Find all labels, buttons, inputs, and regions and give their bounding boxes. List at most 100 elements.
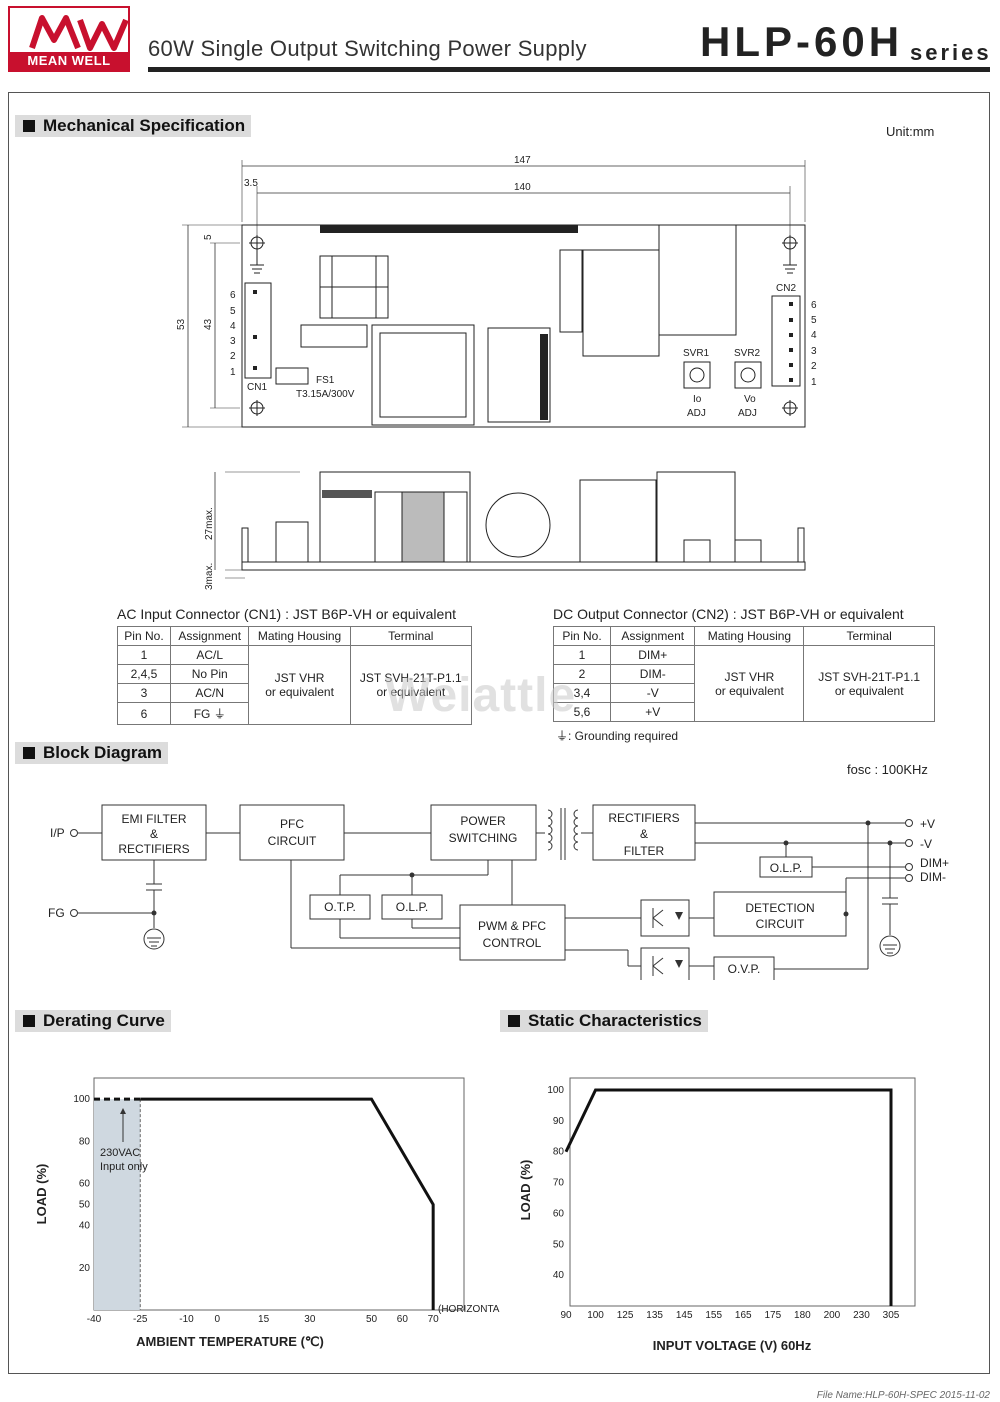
pin-cell: 1	[117, 645, 171, 665]
header-cell: Terminal	[349, 626, 473, 646]
pfc-label-2: CIRCUIT	[268, 834, 317, 848]
svg-text:3: 3	[230, 336, 236, 347]
header-cell: Mating Housing	[694, 626, 805, 646]
table-row: 3 AC/N	[117, 683, 472, 703]
annotation-arrowhead	[120, 1108, 126, 1114]
power-label-1: POWER	[460, 814, 506, 828]
svg-text:1: 1	[230, 367, 236, 378]
rect-label-3: FILTER	[624, 844, 665, 858]
emi-label-3: RECTIFIERS	[118, 842, 189, 856]
pwm-label-2: CONTROL	[483, 936, 542, 950]
y-tick-label: 50	[79, 1200, 91, 1211]
x-axis-label: INPUT VOLTAGE (V) 60Hz	[653, 1338, 812, 1353]
header-cell: Mating Housing	[248, 626, 351, 646]
x-tick-label: 100	[587, 1310, 604, 1321]
section-bullet	[23, 747, 35, 759]
section-title: Derating Curve	[43, 1011, 165, 1030]
x-tick-label: 30	[304, 1314, 316, 1325]
assignment-cell: AC/N	[169, 683, 250, 703]
x-tick-label: -10	[179, 1314, 194, 1325]
x-tick-label: 125	[617, 1310, 634, 1321]
pin-cell: 3	[117, 683, 171, 703]
x-tick-label: 200	[824, 1310, 841, 1321]
dim-5: 5	[203, 234, 214, 240]
x-tick-label: 305	[883, 1310, 900, 1321]
ground-icon: ⏚	[213, 707, 226, 721]
section-title: Mechanical Specification	[43, 116, 246, 135]
detect-label-2: CIRCUIT	[756, 917, 805, 931]
header-cell: Assignment	[609, 626, 696, 646]
power-label-2: SWITCHING	[449, 831, 518, 845]
optocoupler-icon	[675, 912, 683, 968]
logo: MEAN WELL	[8, 6, 130, 72]
assignment-cell: -V	[609, 683, 696, 703]
svg-text:2: 2	[811, 361, 817, 372]
watermark: Weiattle	[385, 669, 577, 722]
assignment-cell: DIM+	[609, 645, 696, 665]
ground-icon	[143, 928, 901, 957]
cn1-pin-numbers: 6 5 4 3 2 1	[230, 290, 236, 378]
adj-label-1: ADJ	[687, 408, 706, 419]
mounting-hole-icon	[249, 235, 798, 416]
assignment-cell: +V	[609, 702, 696, 722]
x-tick-label: 90	[560, 1310, 572, 1321]
x-tick-label: 0	[215, 1314, 221, 1325]
cn2-label: CN2	[776, 283, 796, 294]
dim-147: 147	[514, 155, 531, 166]
assignment-cell: AC/L	[169, 645, 250, 665]
y-tick-label: 50	[553, 1239, 565, 1250]
svg-text:2: 2	[230, 351, 236, 362]
dim-53: 53	[176, 318, 187, 330]
table-row: 6 FG ⏚	[117, 702, 472, 725]
dc-connector-table: Pin No. Assignment Mating Housing Termin…	[553, 626, 935, 722]
svg-text:3: 3	[811, 346, 817, 357]
pwm-label-1: PWM & PFC	[478, 919, 546, 933]
y-tick-label: 90	[553, 1116, 565, 1127]
table-header-row: Pin No. Assignment Mating Housing Termin…	[553, 626, 935, 646]
dim-3-5: 3.5	[244, 178, 258, 189]
transformer-icon	[547, 808, 579, 860]
x-tick-label: 70	[428, 1314, 440, 1325]
section-bullet	[23, 120, 35, 132]
series-line	[140, 1097, 435, 1310]
detect-label-1: DETECTION	[745, 901, 814, 915]
section-title: Static Characteristics	[528, 1011, 702, 1030]
ground-icon: ⏚	[556, 729, 569, 743]
x-tick-label: 50	[366, 1314, 378, 1325]
model-name: HLP-60H	[700, 18, 904, 65]
fs1-label: FS1	[316, 375, 335, 386]
vo-label: Vo	[744, 394, 756, 405]
x-tick-label: 145	[676, 1310, 693, 1321]
section-header-block: Block Diagram	[15, 742, 169, 764]
block-diagram: I/P FG EMI FILTER & RECTIFIERS PFC CIRCU…	[48, 804, 949, 980]
svg-text:6: 6	[811, 300, 817, 311]
output-vplus-label: +V	[920, 817, 935, 831]
optocoupler-icon	[652, 908, 664, 976]
pin-cell: 5,6	[553, 702, 611, 722]
pfc-label-1: PFC	[280, 817, 304, 831]
fuse-rating: T3.15A/300V	[296, 389, 355, 400]
header-cell: Pin No.	[117, 626, 171, 646]
svg-text:5: 5	[230, 306, 236, 317]
derating-note-2: Input only	[100, 1161, 148, 1173]
header-cell: Terminal	[803, 626, 935, 646]
mechanical-drawing: 147 140 3.5 53 43 5 CN1 6 5 4 3 2 1 FS1 …	[176, 155, 817, 590]
y-tick-label: 40	[553, 1270, 565, 1281]
x-tick-label: 230	[853, 1310, 870, 1321]
dim-3max: 3max.	[204, 563, 215, 590]
y-tick-label: 20	[79, 1263, 91, 1274]
pin-cell: 1	[553, 645, 611, 665]
assignment-cell: DIM-	[609, 664, 696, 684]
series-label: series	[910, 40, 992, 65]
plot-frame	[93, 1077, 465, 1311]
otp-label: O.T.P.	[324, 900, 356, 914]
rect-label-2: &	[640, 827, 648, 841]
section-title: Block Diagram	[43, 743, 163, 762]
y-tick-label: 70	[553, 1178, 565, 1189]
olp-left-label: O.L.P.	[396, 900, 428, 914]
x-axis-label: AMBIENT TEMPERATURE (℃)	[136, 1334, 324, 1349]
